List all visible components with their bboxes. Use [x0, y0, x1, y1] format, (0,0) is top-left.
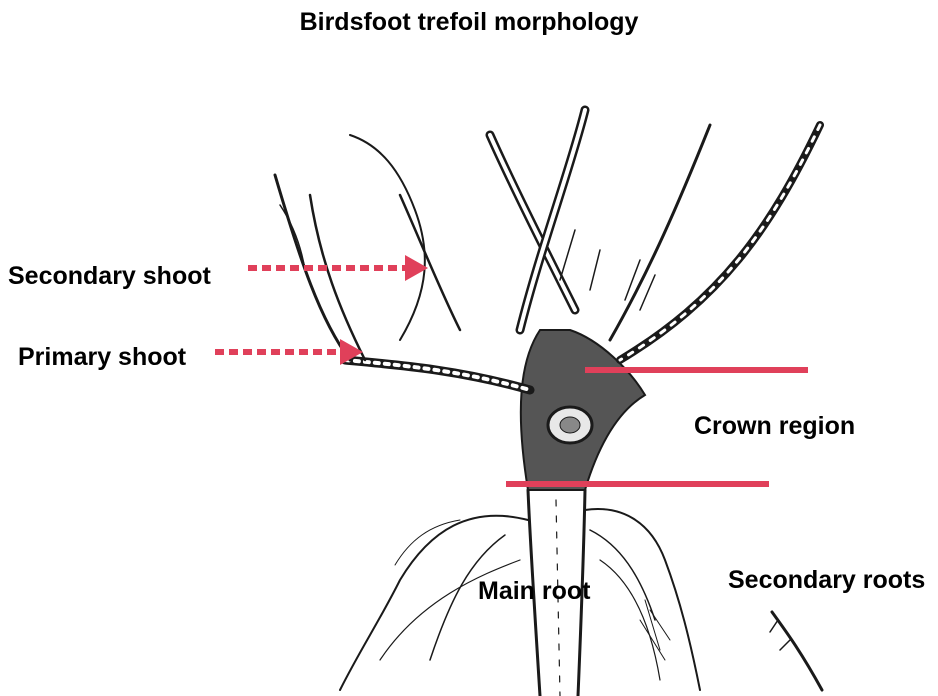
- label-secondary-roots: Secondary roots: [728, 566, 925, 595]
- label-secondary-shoot: Secondary shoot: [8, 262, 211, 291]
- label-primary-shoot: Primary shoot: [18, 343, 186, 372]
- label-main-root: Main root: [478, 577, 591, 606]
- label-crown-region: Crown region: [694, 412, 855, 441]
- annotation-markers: [215, 255, 808, 484]
